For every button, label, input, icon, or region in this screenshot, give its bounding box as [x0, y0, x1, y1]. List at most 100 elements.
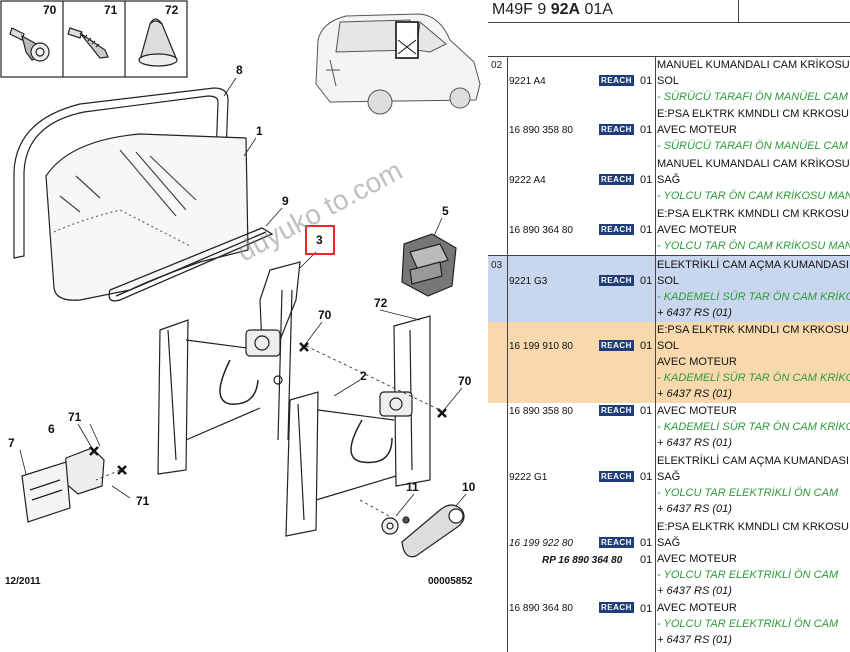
desc-line: MANUEL KUMANDALI CAM KRİKOSU [657, 158, 850, 170]
desc-line: E:PSA ELKTRK KMNDLI CM KRKOSU [657, 324, 849, 336]
desc-line: - SÜRÜCÜ TARAFI ÖN MANÜEL CAM [657, 140, 848, 152]
reach-badge: REACH [599, 75, 634, 86]
parts-diagram: 70 71 72 8 1 9 3 5 70 72 2 70 71 6 7 71 … [0, 0, 481, 587]
part-reference[interactable]: 16 890 364 80 [509, 225, 573, 236]
desc-line: - KADEMELİ SÜR TAR ÖN CAM KRİKOSU [657, 291, 850, 303]
desc-line: + 6437 RS (01) [657, 437, 732, 449]
part-description: AVEC MOTEUR - YOLCU TAR ELEKTRİKLİ ÖN CA… [657, 551, 850, 599]
callout-3: 3 [316, 233, 323, 247]
desc-line: E:PSA ELKTRK KMNDLI CM KRKOSU [657, 208, 849, 220]
part-reference[interactable]: 9221 A4 [509, 76, 546, 87]
leader-lines [19, 77, 467, 521]
desc-line: ELEKTRİKLİ CAM AÇMA KUMANDASI [657, 259, 849, 271]
part-quantity: 01 [640, 224, 653, 236]
callout-10: 10 [462, 480, 476, 494]
catalog-code-suffix: 01A [580, 1, 613, 18]
part-quantity: 01 [640, 174, 653, 186]
desc-line: AVEC MOTEUR [657, 224, 737, 236]
desc-line: SOL [657, 340, 680, 352]
figure-number: 00005852 [428, 576, 473, 587]
callout-70b: 70 [318, 308, 332, 322]
reach-badge: REACH [599, 124, 634, 135]
catalog-code-prefix: M49F 9 [492, 1, 551, 18]
reach-badge: REACH [599, 275, 634, 286]
part-reference[interactable]: 16 890 358 80 [509, 406, 573, 417]
desc-line: E:PSA ELKTRK KMNDLI CM KRKOSU [657, 521, 849, 533]
window-seal-strip [108, 227, 274, 302]
desc-line: ELEKTRİKLİ CAM AÇMA KUMANDASI [657, 455, 849, 467]
desc-line: SAĞ [657, 174, 681, 186]
part-description: E:PSA ELKTRK KMNDLI CM KRKOSU SOL AVEC M… [657, 322, 850, 402]
desc-line: AVEC MOTEUR [657, 405, 737, 417]
part-description: ELEKTRİKLİ CAM AÇMA KUMANDASI SAĞ - YOLC… [657, 453, 850, 517]
callout-6: 6 [48, 422, 55, 436]
desc-line: - SÜRÜCÜ TARAFI ÖN MANÜEL CAM [657, 91, 848, 103]
part-description: AVEC MOTEUR - YOLCU TAR ELEKTRİKLİ ÖN CA… [657, 600, 850, 648]
callout-5: 5 [442, 204, 449, 218]
part-description: AVEC MOTEUR - KADEMELİ SÜR TAR ÖN CAM KR… [657, 403, 850, 451]
part-reference[interactable]: 9221 G3 [509, 276, 548, 287]
group-separator [488, 255, 850, 256]
catalog-code-bold: 92A [550, 1, 581, 18]
reach-badge: REACH [599, 224, 634, 235]
row-highlight-orange [488, 322, 850, 403]
part-quantity: 01 [640, 124, 653, 136]
desc-line: + 6437 RS (01) [657, 585, 732, 597]
header-blank-row [488, 22, 850, 57]
callout-1: 1 [256, 124, 263, 138]
catalog-code: M49F 9 92A 01A [492, 1, 613, 19]
part-description: E:PSA ELKTRK KMNDLI CM KRKOSU AVEC MOTEU… [657, 206, 850, 254]
callout-71: 71 [104, 3, 118, 17]
part-reference[interactable]: 16 199 922 80 [509, 538, 573, 549]
window-switch [401, 233, 457, 297]
part-quantity: 01 [640, 405, 653, 417]
part-reference[interactable]: 9222 A4 [509, 175, 546, 186]
reach-badge: REACH [599, 602, 634, 613]
desc-line: - YOLCU TAR ELEKTRİKLİ ÖN CAM [657, 618, 839, 630]
part-reference[interactable]: 16 890 358 80 [509, 125, 573, 136]
desc-line: - YOLCU TAR ÖN CAM KRİKOSU MANÜEL [657, 190, 850, 202]
desc-line: SAĞ [657, 471, 681, 483]
callout-72b: 72 [374, 296, 388, 310]
glass-run-channel [13, 87, 229, 259]
desc-line: MANUEL KUMANDALI CAM KRİKOSU [657, 59, 850, 71]
desc-line: AVEC MOTEUR [657, 602, 737, 614]
callout-7: 7 [8, 436, 15, 450]
reach-badge: REACH [599, 340, 634, 351]
reach-badge: REACH [599, 174, 634, 185]
reach-badge: REACH [599, 405, 634, 416]
desc-line: + 6437 RS (01) [657, 388, 732, 400]
callout-71b: 71 [68, 410, 82, 424]
callout-9: 9 [282, 194, 289, 208]
part-quantity: 01 [640, 340, 653, 352]
column-divider [655, 57, 656, 652]
callout-2: 2 [360, 369, 367, 383]
part-reference[interactable]: 16 890 364 80 [509, 603, 573, 614]
desc-line: - YOLCU TAR ELEKTRİKLİ ÖN CAM [657, 569, 839, 581]
part-description: MANUEL KUMANDALI CAM KRİKOSU SAĞ - YOLCU… [657, 156, 850, 204]
reach-badge: REACH [599, 537, 634, 548]
callout-8: 8 [236, 63, 243, 77]
desc-line: - YOLCU TAR ELEKTRİKLİ ÖN CAM [657, 487, 839, 499]
diagram-date: 12/2011 [5, 576, 41, 587]
window-regulator-left [157, 261, 301, 475]
part-reference[interactable]: 16 199 910 80 [509, 341, 573, 352]
fastener-inset [0, 0, 188, 78]
desc-line: AVEC MOTEUR [657, 356, 737, 368]
part-reference[interactable]: 9222 G1 [509, 472, 548, 483]
part-quantity: 01 [640, 275, 653, 287]
desc-line: AVEC MOTEUR [657, 553, 737, 565]
group-number: 03 [491, 260, 503, 271]
diagram-drawing [0, 0, 481, 558]
desc-line: E:PSA ELKTRK KMNDLI CM KRKOSU [657, 108, 849, 120]
winder-handle [381, 504, 465, 558]
callout-72: 72 [165, 3, 179, 17]
switch-bracket [21, 447, 105, 523]
parts-table: 02 03 9221 A4 REACH 01 MANUEL KUMANDALI … [488, 57, 850, 652]
callout-70c: 70 [458, 374, 472, 388]
part-reference[interactable]: RP 16 890 364 80 [542, 555, 623, 566]
desc-line: SAĞ [657, 537, 681, 549]
desc-line: - YOLCU TAR ÖN CAM KRİKOSU MANÜEL [657, 240, 850, 252]
part-description: ELEKTRİKLİ CAM AÇMA KUMANDASI SOL - KADE… [657, 257, 850, 321]
desc-line: + 6437 RS (01) [657, 634, 732, 646]
